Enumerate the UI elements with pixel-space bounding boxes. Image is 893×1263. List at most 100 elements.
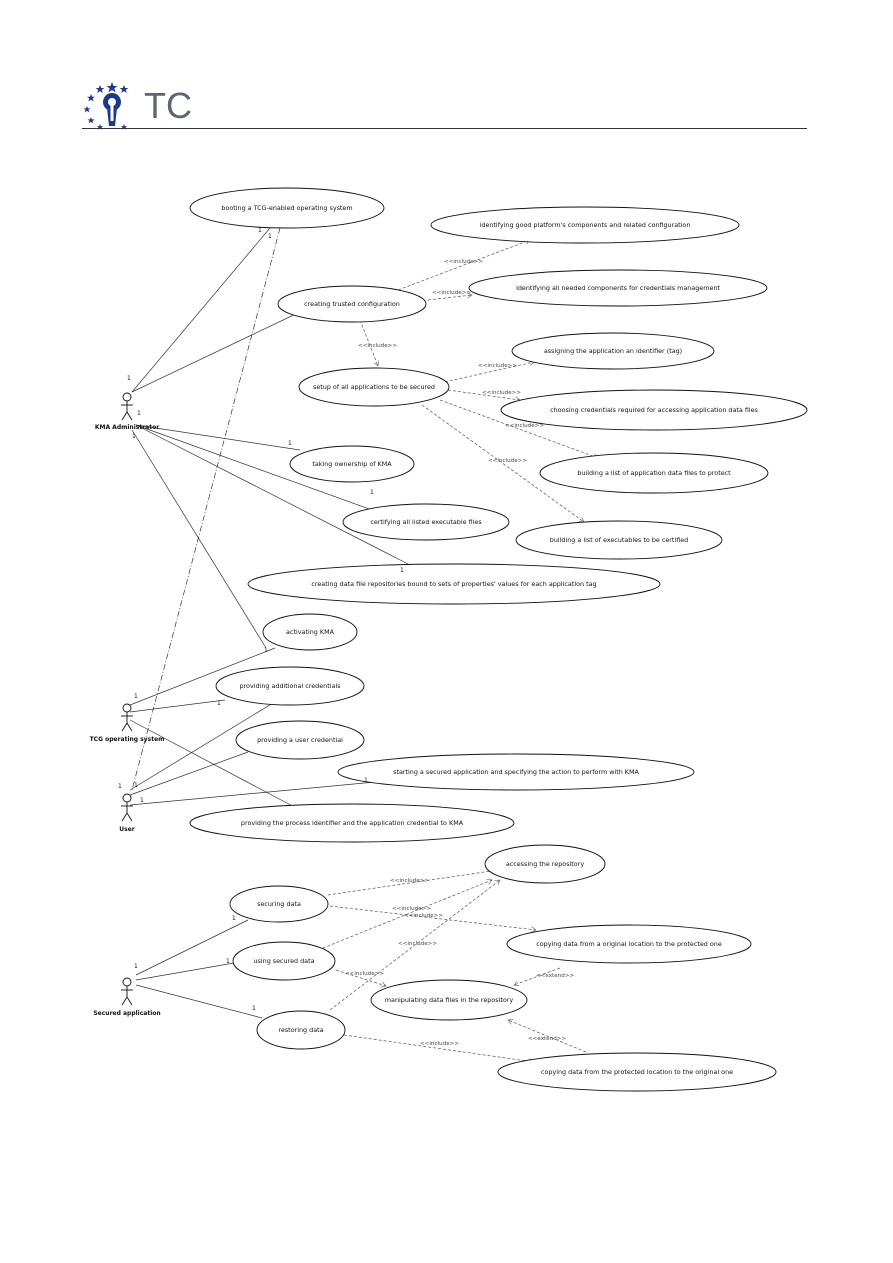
multiplicity: 1: [232, 915, 236, 922]
use-case-label: building a list of executables to be cer…: [550, 536, 688, 544]
use-case-building-list-data: [539, 452, 769, 494]
use-case-creating-repos: [247, 563, 661, 605]
multiplicity: 1: [134, 693, 138, 700]
multiplicity: 1: [370, 489, 374, 496]
use-case-label: creating trusted configuration: [304, 300, 400, 308]
use-case-setup-apps: [298, 367, 450, 407]
use-case-label: accessing the repository: [506, 860, 585, 868]
logo-star-icon: [119, 85, 129, 93]
use-case-providing-additional: [215, 666, 365, 706]
multiplicity: 1: [268, 233, 272, 240]
use-case-label: certifying all listed executable files: [370, 518, 482, 526]
use-case-ellipses: [189, 187, 808, 1092]
include-label: <<include>>: [345, 971, 384, 977]
use-case-providing-user: [235, 720, 365, 760]
keyhole-stars-logo-icon: [83, 82, 129, 130]
logo-star-icon: [83, 106, 91, 113]
use-case-using-secured: [232, 941, 336, 981]
use-case-identifying-good: [430, 206, 740, 244]
use-case-booting: [189, 187, 385, 229]
use-case-label: starting a secured application and speci…: [393, 768, 639, 776]
use-case-label: restoring data: [278, 1026, 323, 1034]
use-case-label: providing the process identifier and the…: [241, 819, 464, 827]
use-case-restoring: [256, 1010, 346, 1050]
use-case-label: activating KMA: [286, 628, 335, 636]
use-case-label: building a list of application data file…: [577, 469, 731, 477]
logo-text: TC: [144, 85, 192, 126]
use-case-choosing-creds: [500, 389, 808, 431]
multiplicity: 1: [140, 797, 144, 804]
actor-label-kma-admin: KMA Administrator: [95, 424, 159, 431]
include-label: <<include>>: [398, 941, 437, 947]
extend-label: <<extend>>: [528, 1036, 566, 1042]
use-case-label: setup of all applications to be secured: [313, 383, 435, 391]
use-case-label: copying data from the protected location…: [541, 1068, 733, 1076]
actor-label-secured-app: Secured application: [93, 1010, 160, 1017]
use-case-label: taking ownership of KMA: [312, 460, 392, 468]
multiplicity: 1: [134, 963, 138, 970]
header-divider: [82, 128, 807, 129]
multiplicity: 1: [217, 700, 221, 707]
include-label: <<include>>: [358, 343, 397, 349]
actor-label-user: User: [119, 826, 135, 833]
include-label: <<include>>: [404, 913, 443, 919]
logo-star-icon: [95, 85, 105, 93]
use-case-certifying: [342, 503, 510, 541]
multiplicity: 1: [127, 375, 131, 382]
use-case-providing-process: [189, 803, 515, 843]
actor-secured-app: [121, 977, 133, 1006]
relation-labels: <<include>> <<include>> <<include>> <<in…: [345, 259, 574, 1047]
use-case-accessing-repo: [484, 844, 606, 884]
include-label: <<include>>: [392, 906, 431, 912]
use-case-copying-from: [497, 1052, 777, 1092]
actor-user: [121, 793, 133, 822]
use-case-assigning-id: [511, 332, 715, 370]
logo-star-icon: [87, 94, 95, 102]
use-case-label: using secured data: [253, 957, 314, 965]
logo-star-icon: [106, 82, 118, 93]
include-label: <<include>>: [482, 390, 521, 396]
use-case-label: choosing credentials required for access…: [550, 406, 758, 414]
multiplicity: 1: [132, 433, 136, 440]
logo-star-icon: [87, 117, 95, 124]
multiplicity: 1: [264, 647, 268, 654]
use-case-labels: booting a TCG-enabled operating system i…: [221, 204, 758, 1076]
include-label: <<include>>: [488, 458, 527, 464]
multiplicity: 1: [400, 567, 404, 574]
use-case-label: providing a user credential: [257, 736, 343, 744]
use-case-label: providing additional credentials: [239, 682, 341, 690]
multiplicity: 1: [118, 783, 122, 790]
logo-star-icon: [96, 124, 104, 130]
include-label: <<include>>: [420, 1041, 459, 1047]
logo-star-icon: [120, 124, 128, 130]
use-case-securing: [229, 885, 329, 923]
actor-kma-admin: [121, 392, 133, 421]
include-label: <<include>>: [505, 423, 544, 429]
use-case-label: securing data: [257, 900, 301, 908]
multiplicity: 1: [226, 958, 230, 965]
actor-tcg-os: [121, 703, 133, 732]
use-case-activating: [262, 613, 358, 651]
multiplicity: 1: [258, 227, 262, 234]
multiplicity: 1: [134, 782, 138, 789]
association-lines: [129, 227, 411, 1019]
use-case-creating-trusted: [277, 285, 427, 323]
use-case-taking-ownership: [289, 445, 415, 483]
use-case-identifying-needed: [468, 269, 768, 307]
extend-label: <<extend>>: [536, 973, 574, 979]
use-case-label: booting a TCG-enabled operating system: [221, 204, 352, 212]
multiplicity: 1: [137, 410, 141, 417]
use-case-manipulating: [370, 979, 528, 1021]
include-label: <<include>>: [390, 878, 429, 884]
include-label: <<include>>: [444, 259, 483, 265]
multiplicity: 1: [252, 1005, 256, 1012]
association-lines-dashdot: [131, 227, 281, 791]
use-case-label: copying data from a original location to…: [536, 940, 722, 948]
use-case-label: identifying good platform's components a…: [480, 221, 691, 229]
use-case-label: identifying all needed components for cr…: [516, 284, 720, 292]
use-case-starting-app: [337, 753, 695, 791]
include-label: <<include>>: [478, 363, 517, 369]
multiplicity-labels: 1 1 1 1 1 1 1 1 1 1 1 1 1 1 1 1 1 1 1: [118, 227, 404, 1012]
use-case-label: manipulating data files in the repositor…: [385, 996, 514, 1004]
